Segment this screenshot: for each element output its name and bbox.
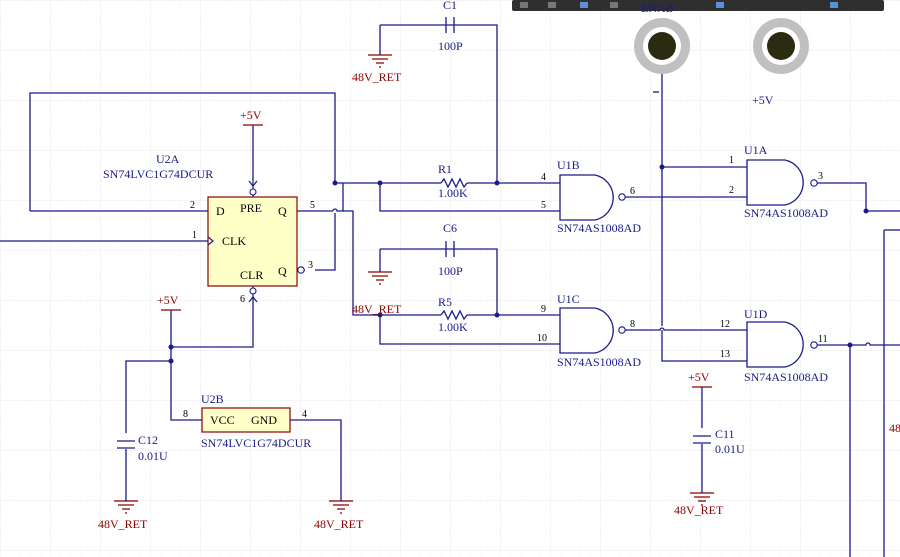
u2b-part: SN74LVC1G74DCUR bbox=[201, 436, 311, 450]
c1-capacitor[interactable]: C1 100P bbox=[438, 0, 463, 53]
c6-value: 100P bbox=[438, 264, 463, 278]
u1a-ref: U1A bbox=[744, 143, 768, 157]
p5v-pad-label: +5V bbox=[752, 93, 774, 107]
c6-capacitor[interactable]: C6 100P bbox=[438, 221, 463, 278]
ground-c6: 48V_RET bbox=[352, 268, 402, 316]
u1d-part: SN74AS1008AD bbox=[744, 370, 828, 384]
u1b-ref: U1B bbox=[557, 158, 580, 172]
u1b-pin-num-4: 4 bbox=[541, 172, 546, 183]
c1-value: 100P bbox=[438, 39, 463, 53]
part-tool-icon[interactable] bbox=[716, 2, 724, 8]
power-tool-icon[interactable] bbox=[610, 2, 618, 8]
wire-tool-icon[interactable] bbox=[520, 2, 528, 8]
u1b-pin-num-5: 5 bbox=[541, 200, 546, 211]
u1d-ref: U1D bbox=[744, 307, 768, 321]
gnd-label: 48V_RET bbox=[352, 302, 402, 316]
c12-ref: C12 bbox=[138, 433, 158, 447]
enab-label: ENAB bbox=[641, 1, 674, 15]
u1a-pin-num-1: 1 bbox=[729, 155, 734, 166]
p5v-label: +5V bbox=[688, 370, 710, 384]
u2b-pin-num-8: 8 bbox=[183, 409, 188, 420]
u2a-pin-clr: CLR bbox=[240, 268, 263, 282]
ground-c1: 48V_RET bbox=[352, 50, 402, 84]
u1b-gate[interactable]: 4 5 6 U1B SN74AS1008AD bbox=[540, 158, 641, 235]
u1c-pin-num-10: 10 bbox=[537, 333, 547, 344]
enab-pad[interactable]: ENAB bbox=[634, 1, 690, 93]
port-tool-icon[interactable] bbox=[580, 2, 588, 8]
c11-capacitor[interactable]: C11 0.01U bbox=[693, 427, 745, 456]
u2a-pin-num-6: 6 bbox=[240, 294, 245, 305]
u1d-pin-num-12: 12 bbox=[720, 319, 730, 330]
power-5v-u2a: +5V bbox=[240, 108, 263, 126]
u2a-pin-clk: CLK bbox=[222, 234, 246, 248]
r1-ref: R1 bbox=[438, 162, 452, 176]
u2a-pin-num-2: 2 bbox=[190, 200, 195, 211]
power-5v-c11: +5V bbox=[688, 370, 712, 388]
floating-toolbar[interactable] bbox=[512, 0, 884, 11]
gnd-label: 48V_RET bbox=[674, 503, 724, 517]
gnd-cut-label: 48 bbox=[889, 421, 900, 435]
u2a-pin-q: Q bbox=[278, 204, 287, 218]
text-tool-icon[interactable] bbox=[830, 2, 838, 8]
c6-ref: C6 bbox=[443, 221, 457, 235]
c1-ref: C1 bbox=[443, 0, 457, 12]
p5v-label: +5V bbox=[240, 108, 262, 122]
u1a-gate[interactable]: 1 2 3 U1A SN74AS1008AD bbox=[727, 143, 828, 220]
ground-c11: 48V_RET bbox=[674, 489, 724, 517]
r5-resistor[interactable]: R5 1.00K bbox=[438, 295, 468, 334]
u1c-gate[interactable]: 9 10 8 U1C SN74AS1008AD bbox=[537, 292, 641, 369]
u1a-pin-num-3: 3 bbox=[818, 171, 823, 182]
u2a-flip-flop[interactable]: D PRE Q CLK CLR Q 2 5 1 3 6 U2A SN74LVC1… bbox=[103, 152, 315, 305]
u2a-pin-pre: PRE bbox=[240, 201, 262, 215]
u1c-part: SN74AS1008AD bbox=[557, 355, 641, 369]
u2a-pin-qn: Q bbox=[278, 264, 287, 278]
gnd-label: 48V_RET bbox=[98, 517, 148, 531]
u2a-part: SN74LVC1G74DCUR bbox=[103, 167, 213, 181]
r5-value: 1.00K bbox=[438, 320, 468, 334]
u1d-pin-num-11: 11 bbox=[818, 334, 828, 345]
gnd-label: 48V_RET bbox=[314, 517, 364, 531]
ground-c12: 48V_RET bbox=[98, 497, 148, 531]
u1c-pin-num-8: 8 bbox=[630, 319, 635, 330]
wires bbox=[0, 24, 900, 557]
u2b-pin-gnd: GND bbox=[251, 413, 277, 427]
c12-value: 0.01U bbox=[138, 449, 168, 463]
u1a-part: SN74AS1008AD bbox=[744, 206, 828, 220]
u2b-ref: U2B bbox=[201, 392, 224, 406]
u2a-pin-d: D bbox=[216, 204, 225, 218]
r1-resistor[interactable]: R1 1.00K bbox=[438, 162, 468, 200]
gnd-label: 48V_RET bbox=[352, 70, 402, 84]
u2b-pin-vcc: VCC bbox=[210, 413, 235, 427]
c11-ref: C11 bbox=[715, 427, 735, 441]
bus-tool-icon[interactable] bbox=[548, 2, 556, 8]
r5-ref: R5 bbox=[438, 295, 452, 309]
u2a-pin-num-3: 3 bbox=[308, 260, 313, 271]
p5v-label: +5V bbox=[157, 293, 179, 307]
c11-value: 0.01U bbox=[715, 442, 745, 456]
u1b-part: SN74AS1008AD bbox=[557, 221, 641, 235]
p5v-pad[interactable]: +5V bbox=[752, 18, 809, 107]
u1d-pin-num-13: 13 bbox=[720, 349, 730, 360]
u2a-ref: U2A bbox=[156, 152, 180, 166]
r1-value: 1.00K bbox=[438, 186, 468, 200]
power-5v-u2b: +5V bbox=[157, 293, 181, 311]
junctions bbox=[168, 164, 869, 364]
u1b-pin-num-6: 6 bbox=[630, 186, 635, 197]
u1d-gate[interactable]: 12 13 11 U1D SN74AS1008AD bbox=[720, 307, 828, 384]
c12-capacitor[interactable]: C12 0.01U bbox=[117, 433, 168, 463]
ground-u2b: 48V_RET bbox=[314, 497, 364, 531]
u2b-power-unit[interactable]: VCC GND 8 4 U2B SN74LVC1G74DCUR bbox=[183, 392, 315, 450]
u2b-pin-num-4: 4 bbox=[302, 409, 307, 420]
u1c-pin-num-9: 9 bbox=[541, 304, 546, 315]
u1c-ref: U1C bbox=[557, 292, 580, 306]
u2a-pin-num-5: 5 bbox=[310, 200, 315, 211]
u2a-pin-num-1: 1 bbox=[192, 230, 197, 241]
u1a-pin-num-2: 2 bbox=[729, 185, 734, 196]
